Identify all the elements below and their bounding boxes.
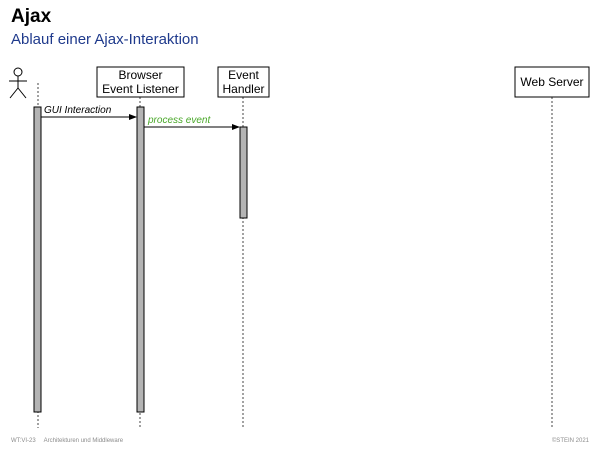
footer-left: WT:VI-23 Architekturen und Middleware (11, 437, 123, 445)
participant-browser-label-line-2: Event Listener (102, 82, 179, 96)
browser-activation-bar (136, 106, 145, 413)
participant-server-label: Web Server (520, 75, 583, 89)
message-gui-interaction: GUI Interaction (41, 105, 137, 120)
participant-web-server: Web Server (514, 66, 590, 98)
participant-browser-label-line-1: Browser (118, 68, 162, 82)
slide-title: Ajax (11, 6, 52, 27)
message-process-event: process event (144, 115, 240, 130)
participant-handler-label-line-2: Handler (222, 82, 264, 96)
footer-chapter: Architekturen und Middleware (43, 438, 124, 444)
footer-course: WT:VI-23 (11, 438, 36, 444)
participant-handler-label-line-1: Event (228, 68, 259, 82)
user-activation-bar (33, 106, 42, 413)
user-stick-figure-icon (9, 67, 27, 99)
participant-browser: Browser Event Listener (96, 66, 185, 98)
slide-subtitle: Ablauf einer Ajax-Interaktion (11, 31, 199, 48)
handler-activation-bar (239, 126, 248, 219)
message-process-event-label: process event (147, 115, 211, 126)
participant-event-handler: Event Handler (217, 66, 270, 98)
message-gui-interaction-label: GUI Interaction (44, 105, 112, 116)
footer-copyright: ©STEIN 2021 (551, 438, 589, 444)
